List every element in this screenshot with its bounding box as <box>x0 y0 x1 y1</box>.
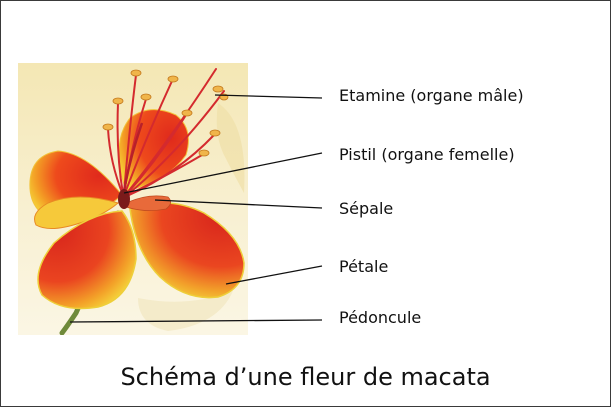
label-pistil: Pistil (organe femelle) <box>339 145 515 165</box>
label-petal: Pétale <box>339 257 388 277</box>
label-stamen: Etamine (organe mâle) <box>339 86 524 106</box>
diagram-caption: Schéma d’une fleur de macata <box>0 362 611 392</box>
leader-line-pistil <box>124 153 322 193</box>
leader-line-sepal <box>155 200 322 208</box>
leader-line-peduncle <box>70 320 322 322</box>
leader-line-petal <box>226 266 322 284</box>
leader-line-stamen <box>215 95 322 98</box>
label-peduncle: Pédoncule <box>339 308 421 328</box>
label-sepal: Sépale <box>339 199 393 219</box>
